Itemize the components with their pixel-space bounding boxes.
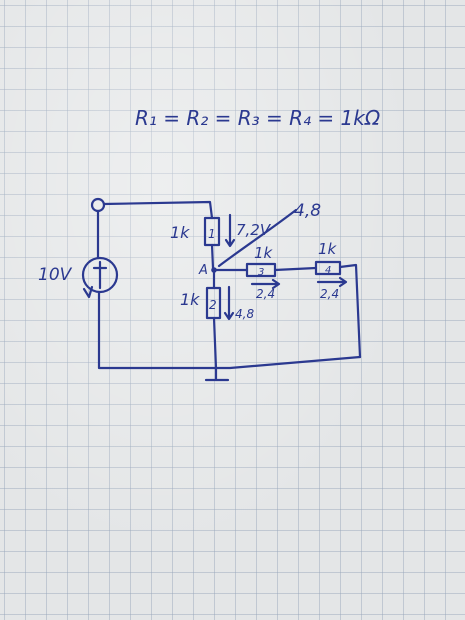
r2-drop-arrow xyxy=(223,285,235,321)
r3-drop-arrow xyxy=(250,278,281,290)
wire-top xyxy=(102,200,214,220)
node-voltage-pointer xyxy=(217,208,298,268)
top-terminal xyxy=(90,197,106,213)
r4-value-label: 1k xyxy=(318,240,338,258)
r2-drop-label: 4,8 xyxy=(235,307,254,321)
r2-value-label: 1k xyxy=(180,290,200,309)
wire-r3-to-r4 xyxy=(273,266,318,272)
r1-value-label: 1k xyxy=(170,223,190,242)
r2-id: 2 xyxy=(209,298,217,312)
wire-r2-to-ground xyxy=(212,316,218,370)
wire-right-return xyxy=(338,263,362,359)
source-voltage-label: 10V xyxy=(38,265,73,285)
source-arrow xyxy=(82,285,94,299)
source-plus-sign xyxy=(92,260,108,290)
r3-value-label: 1k xyxy=(254,244,274,262)
r1-drop-arrow xyxy=(224,213,236,248)
r4-id: 4 xyxy=(325,265,331,276)
wire-bottom xyxy=(97,290,362,370)
r4-drop-label: 2,4 xyxy=(320,287,339,301)
ground-symbol xyxy=(204,366,230,382)
resistor-equality-heading: R₁ = R₂ = R₃ = R₄ = 1kΩ xyxy=(135,106,381,130)
r1-drop-label: 7,2V xyxy=(236,221,272,239)
node-a-label: A xyxy=(198,263,208,278)
r3-drop-label: 2,4 xyxy=(256,287,275,301)
r1-id: 1 xyxy=(208,227,216,241)
r4-drop-arrow xyxy=(316,276,348,288)
r3-id: 3 xyxy=(258,267,264,278)
node-voltage-label: 4,8 xyxy=(294,201,321,221)
wire-r1-to-node xyxy=(210,243,215,270)
